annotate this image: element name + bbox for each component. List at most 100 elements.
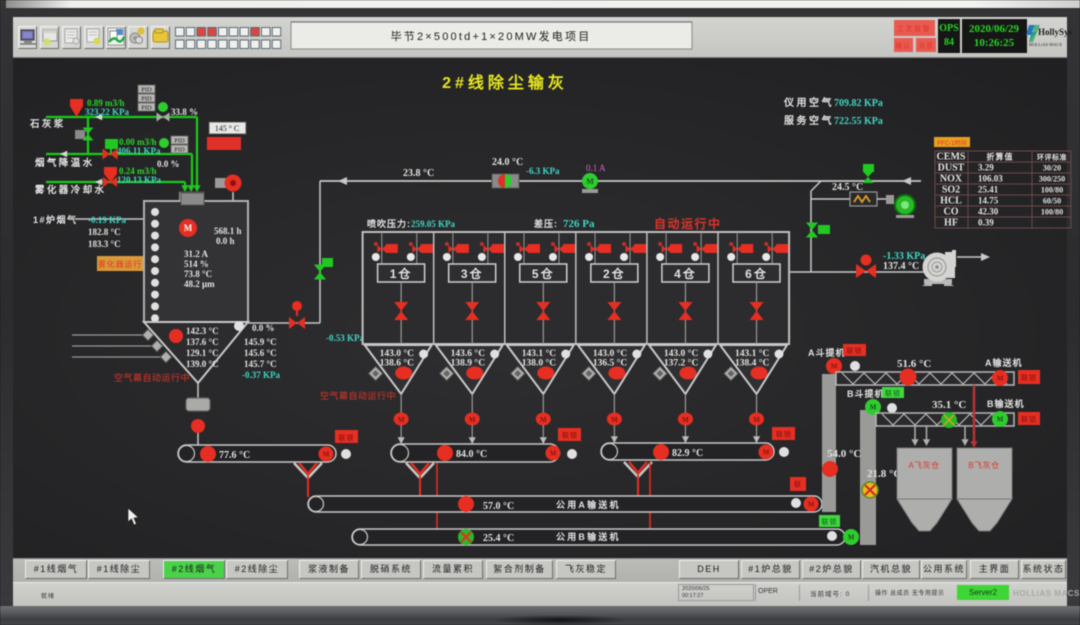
- svg-text:3.29: 3.29: [978, 163, 994, 173]
- svg-text:722.55 KPa: 722.55 KPa: [834, 116, 883, 127]
- svg-text:2仓: 2仓: [603, 266, 626, 281]
- svg-text:OPS: OPS: [939, 23, 959, 34]
- svg-text:PID: PID: [174, 138, 185, 145]
- svg-text:0.24 m3/h: 0.24 m3/h: [119, 166, 157, 176]
- svg-text:21.8 °C: 21.8 °C: [867, 468, 901, 480]
- svg-text:143.0 °C: 143.0 °C: [593, 348, 628, 359]
- svg-text:136.5 °C: 136.5 °C: [593, 358, 628, 369]
- svg-text:100/80: 100/80: [1041, 208, 1063, 217]
- svg-text:联锁: 联锁: [885, 389, 901, 398]
- svg-text:服务空气: 服务空气: [784, 114, 834, 127]
- svg-text:6仓: 6仓: [745, 266, 768, 281]
- svg-text:0.00 m3/h: 0.00 m3/h: [119, 137, 157, 147]
- svg-text:139.0 °C: 139.0 °C: [186, 359, 219, 369]
- svg-text:确认: 确认: [895, 41, 911, 50]
- svg-text:0.0 h: 0.0 h: [216, 236, 235, 246]
- svg-text:PID: PID: [141, 87, 152, 94]
- svg-text:联锁: 联锁: [1021, 373, 1037, 382]
- svg-text:M: M: [611, 416, 618, 424]
- svg-text:143.1 °C: 143.1 °C: [735, 348, 770, 359]
- svg-text:323.22 KPa: 323.22 KPa: [85, 107, 129, 117]
- svg-text:129.1 °C: 129.1 °C: [186, 348, 219, 358]
- svg-text:406.11 KPa: 406.11 KPa: [117, 146, 161, 156]
- svg-text:60/50: 60/50: [1043, 197, 1061, 206]
- svg-text:M: M: [848, 534, 855, 542]
- svg-text:M: M: [540, 416, 547, 424]
- svg-text:NOX: NOX: [940, 174, 963, 185]
- svg-text:33.8 %: 33.8 %: [171, 107, 198, 117]
- svg-text:143.0 °C: 143.0 °C: [380, 348, 415, 359]
- svg-text:消音: 消音: [918, 41, 934, 50]
- svg-text:CEMS: CEMS: [937, 152, 966, 163]
- svg-text:M: M: [870, 404, 877, 412]
- svg-text:4仓: 4仓: [674, 266, 697, 281]
- svg-text:14.75: 14.75: [978, 196, 999, 206]
- svg-text:0.39: 0.39: [978, 218, 994, 228]
- svg-text:100/80: 100/80: [1041, 186, 1063, 195]
- svg-text:143.1 °C: 143.1 °C: [522, 348, 557, 359]
- svg-text:24.0 °C: 24.0 °C: [492, 157, 523, 168]
- svg-text:709.82 KPa: 709.82 KPa: [834, 98, 883, 109]
- svg-text:106.03: 106.03: [978, 174, 1003, 184]
- svg-text:30/20: 30/20: [1043, 164, 1061, 173]
- svg-text:HOLLiAS MACS: HOLLiAS MACS: [1029, 42, 1062, 47]
- svg-text:57.0 °C: 57.0 °C: [483, 501, 514, 512]
- svg-text:石灰浆: 石灰浆: [29, 118, 66, 130]
- svg-text:自动运行中: 自动运行中: [654, 216, 722, 231]
- svg-text:10:26:25: 10:26:25: [974, 37, 1015, 49]
- svg-text:23.8 °C: 23.8 °C: [403, 168, 434, 179]
- svg-text:工艺报警: 工艺报警: [897, 24, 931, 33]
- svg-text:25.41: 25.41: [978, 185, 999, 195]
- svg-text:24.5 °C: 24.5 °C: [832, 182, 863, 193]
- svg-text:51.6 °C: 51.6 °C: [897, 358, 931, 370]
- svg-text:84: 84: [944, 37, 954, 48]
- svg-text:M: M: [763, 449, 770, 457]
- svg-text:73.8 °C: 73.8 °C: [184, 269, 212, 279]
- svg-text:145.7 °C: 145.7 °C: [244, 359, 277, 369]
- svg-text:-0.37 KPa: -0.37 KPa: [242, 370, 280, 380]
- svg-text:31.2 A: 31.2 A: [184, 249, 209, 259]
- svg-text:B斗提机: B斗提机: [847, 388, 885, 399]
- svg-text:1仓: 1仓: [390, 266, 413, 281]
- svg-text:温度高高: 温度高高: [209, 140, 239, 149]
- svg-text:M: M: [586, 177, 594, 186]
- svg-text:M: M: [398, 416, 405, 424]
- svg-text:-6.3 KPa: -6.3 KPa: [526, 166, 560, 176]
- svg-text:726 Pa: 726 Pa: [563, 218, 595, 230]
- svg-text:42.30: 42.30: [978, 207, 999, 217]
- svg-text:145.6 °C: 145.6 °C: [244, 348, 277, 358]
- svg-text:0.89 m3/h: 0.89 m3/h: [87, 98, 125, 108]
- svg-text:M: M: [550, 450, 557, 458]
- svg-text:B飞灰仓: B飞灰仓: [968, 460, 999, 470]
- svg-text:138.6 °C: 138.6 °C: [380, 358, 415, 369]
- svg-text:PID: PID: [174, 147, 185, 154]
- svg-text:M: M: [323, 451, 330, 459]
- svg-text:毕节2×500td+1×20MW发电项目: 毕节2×500td+1×20MW发电项目: [391, 29, 592, 43]
- svg-text:M: M: [997, 416, 1004, 424]
- svg-text:M: M: [831, 363, 838, 371]
- svg-text:M: M: [808, 501, 815, 509]
- svg-text:M: M: [469, 416, 476, 424]
- svg-text:300/250: 300/250: [1039, 175, 1065, 184]
- svg-text:48.2 μm: 48.2 μm: [184, 279, 215, 289]
- svg-text:84.0 °C: 84.0 °C: [456, 449, 487, 460]
- svg-text:环评标准: 环评标准: [1037, 153, 1067, 162]
- svg-text:35.1 °C: 35.1 °C: [932, 399, 966, 411]
- svg-text:143.0 °C: 143.0 °C: [664, 348, 699, 359]
- svg-text:仪用空气: 仪用空气: [783, 96, 834, 109]
- svg-text:142.3 °C: 142.3 °C: [186, 326, 219, 336]
- svg-text:M: M: [682, 416, 689, 424]
- svg-text:137.2 °C: 137.2 °C: [664, 358, 699, 369]
- svg-text:联锁: 联锁: [847, 346, 863, 355]
- svg-text:联锁: 联锁: [1021, 415, 1037, 424]
- svg-text:空气幕自动运行中: 空气幕自动运行中: [114, 372, 190, 383]
- svg-text:3仓: 3仓: [461, 266, 484, 281]
- svg-text:SO2: SO2: [942, 185, 960, 196]
- svg-text:M: M: [997, 375, 1004, 383]
- svg-text:B输送机: B输送机: [987, 398, 1025, 409]
- svg-text:1#炉烟气: 1#炉烟气: [33, 214, 78, 225]
- svg-text:145 ° C: 145 ° C: [215, 124, 240, 133]
- svg-text:-0.53 KPa: -0.53 KPa: [326, 333, 364, 343]
- svg-text:雾化器冷却水: 雾化器冷却水: [34, 184, 106, 196]
- svg-text:137.6 °C: 137.6 °C: [186, 337, 219, 347]
